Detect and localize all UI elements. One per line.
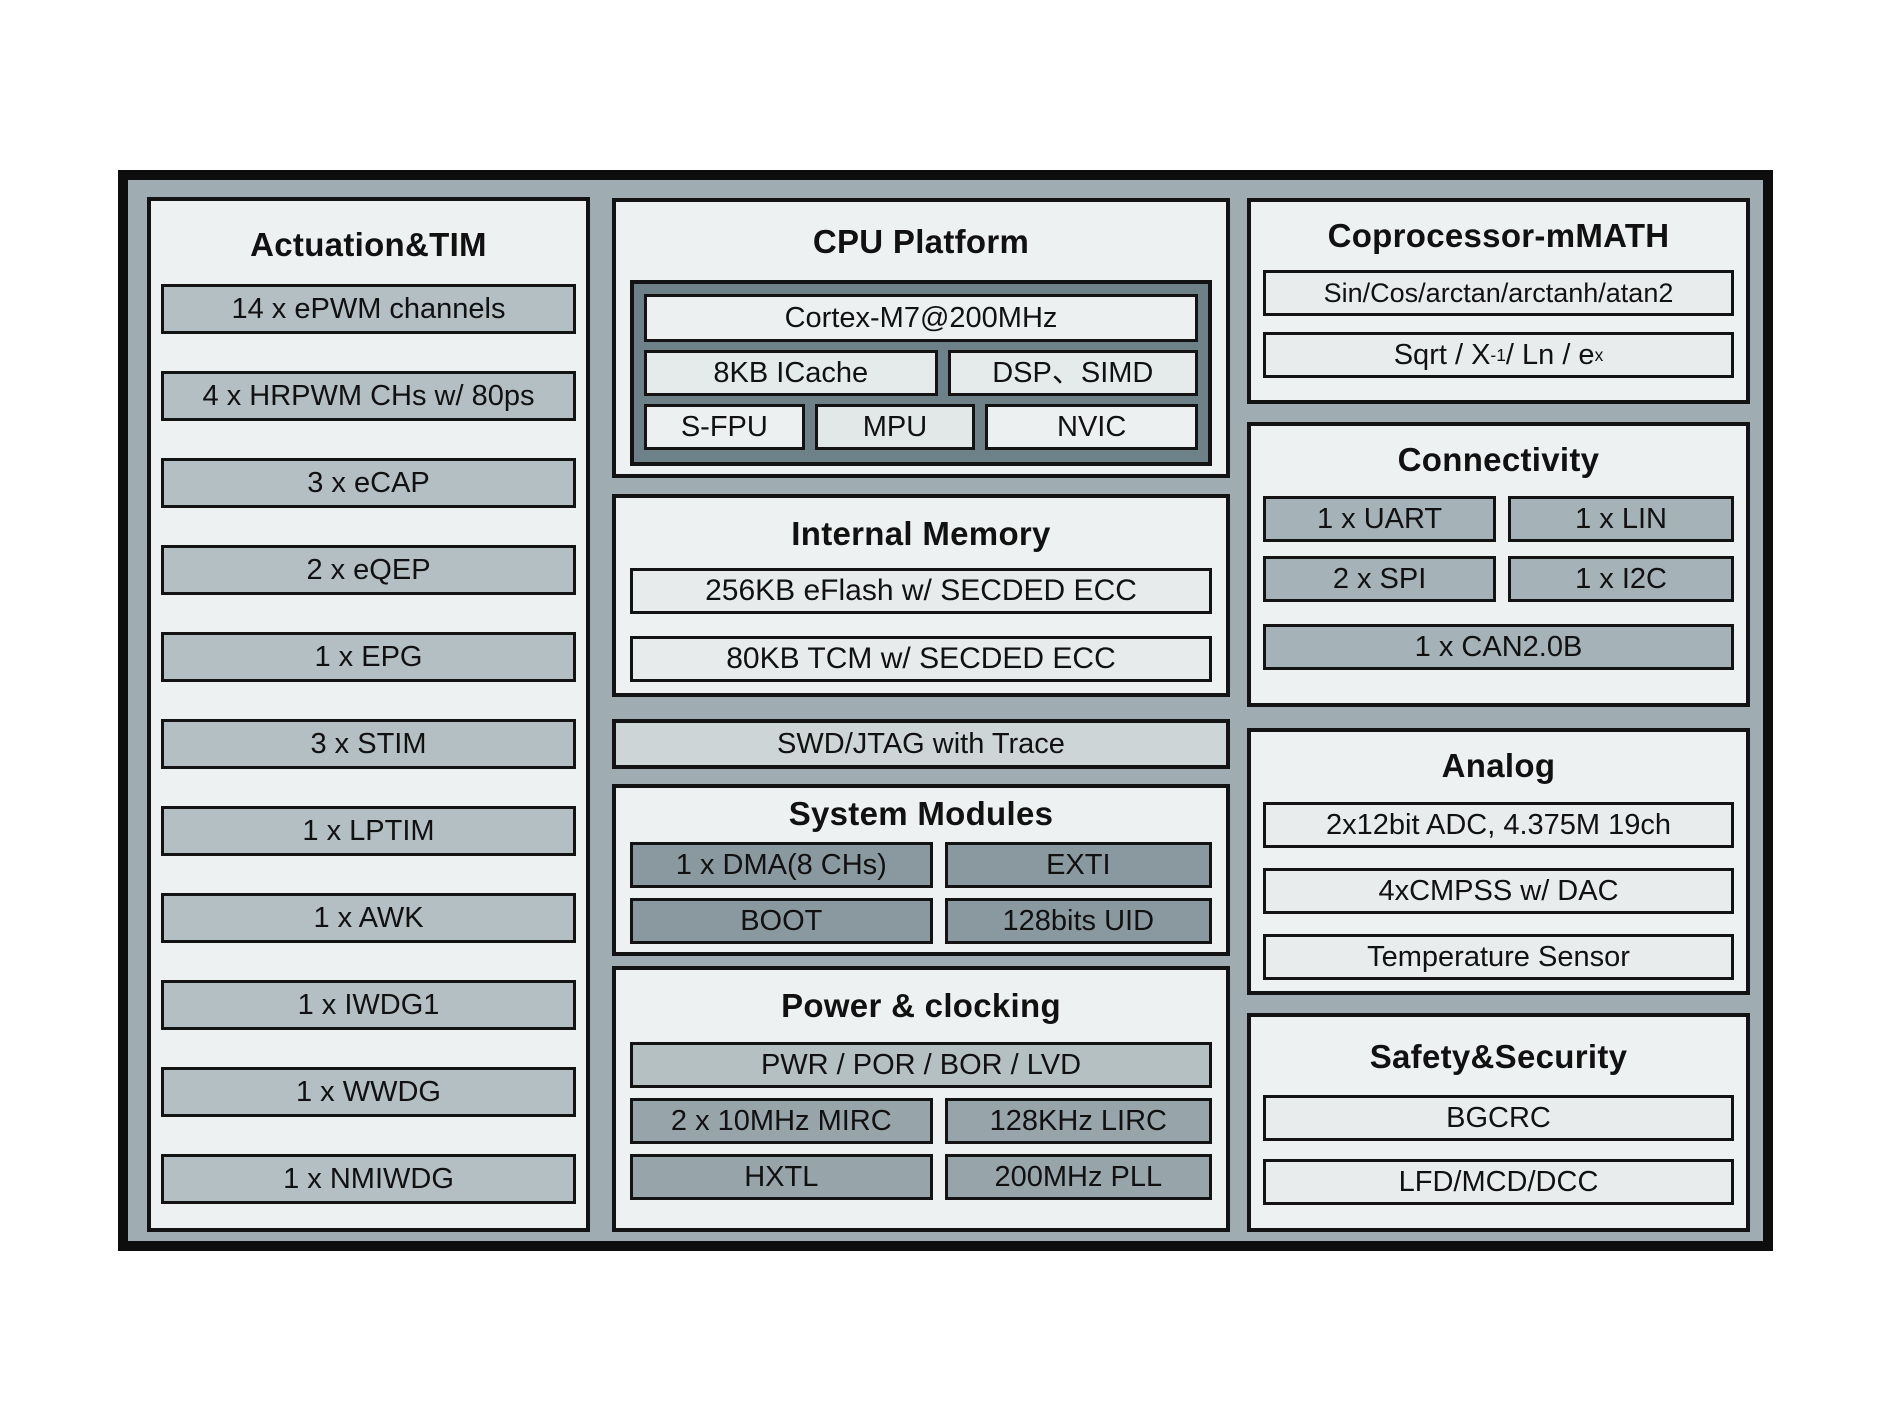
boot-block: BOOT: [630, 898, 933, 944]
sqrt-text-base1: Sqrt / X: [1393, 338, 1491, 371]
analog-title: Analog: [1441, 747, 1556, 784]
sqrt-text-base2: / Ln / e: [1505, 338, 1595, 371]
actuation-tim-title: Actuation&TIM: [250, 226, 487, 263]
iwdg1-block: 1 x IWDG1: [161, 980, 576, 1030]
wwdg-block: 1 x WWDG: [161, 1067, 576, 1117]
uart-block: 1 x UART: [1263, 496, 1497, 542]
analog-rows: 2x12bit ADC, 4.375M 19ch 4xCMPSS w/ DAC …: [1263, 802, 1734, 980]
pll-block: 200MHz PLL: [944, 1154, 1212, 1200]
cpu-row-fpu-mpu-nvic: S-FPU MPU NVIC: [644, 404, 1198, 450]
eflash-block: 256KB eFlash w/ SECDED ECC: [630, 568, 1212, 614]
dsp-simd-block: DSP、SIMD: [947, 350, 1198, 396]
lfd-mcd-dcc-block: LFD/MCD/DCC: [1263, 1159, 1734, 1205]
can-block: 1 x CAN2.0B: [1263, 624, 1734, 670]
actuation-tim-panel: Actuation&TIM 14 x ePWM channels 4 x HRP…: [147, 197, 590, 1232]
coprocessor-mmath-panel: Coprocessor-mMATH Sin/Cos/arctan/arctanh…: [1247, 198, 1750, 404]
spi-block: 2 x SPI: [1263, 556, 1497, 602]
i2c-block: 1 x I2C: [1508, 556, 1734, 602]
coprocessor-mmath-title: Coprocessor-mMATH: [1327, 217, 1670, 254]
dma-block: 1 x DMA(8 CHs): [630, 842, 933, 888]
sfpu-block: S-FPU: [644, 404, 805, 450]
connectivity-title: Connectivity: [1397, 441, 1600, 478]
cpu-core-frame: Cortex-M7@200MHz 8KB ICache DSP、SIMD S-F…: [630, 280, 1212, 466]
cpu-platform-title: CPU Platform: [812, 223, 1030, 260]
hrpwm-block: 4 x HRPWM CHs w/ 80ps: [161, 371, 576, 421]
cmpss-block: 4xCMPSS w/ DAC: [1263, 868, 1734, 914]
system-modules-title: System Modules: [788, 795, 1054, 832]
stim-block: 3 x STIM: [161, 719, 576, 769]
system-modules-panel: System Modules 1 x DMA(8 CHs) EXTI BOOT …: [612, 784, 1230, 956]
cpu-row-cache-dsp: 8KB ICache DSP、SIMD: [644, 350, 1198, 396]
tcm-block: 80KB TCM w/ SECDED ECC: [630, 636, 1212, 682]
coprocessor-rows: Sin/Cos/arctan/arctanh/atan2 Sqrt / X-1 …: [1263, 270, 1734, 378]
hxtl-block: HXTL: [630, 1154, 933, 1200]
internal-memory-panel: Internal Memory 256KB eFlash w/ SECDED E…: [612, 494, 1230, 697]
connectivity-panel: Connectivity 1 x UART 1 x LIN 2 x SPI 1 …: [1247, 422, 1750, 707]
epwm-block: 14 x ePWM channels: [161, 284, 576, 334]
mpu-block: MPU: [814, 404, 976, 450]
power-clocking-panel: Power & clocking PWR / POR / BOR / LVD 2…: [612, 966, 1230, 1232]
uid-block: 128bits UID: [944, 898, 1212, 944]
internal-memory-title: Internal Memory: [791, 515, 1051, 552]
nvic-block: NVIC: [985, 404, 1198, 450]
adc-block: 2x12bit ADC, 4.375M 19ch: [1263, 802, 1734, 848]
awk-block: 1 x AWK: [161, 893, 576, 943]
power-clocking-grid: 2 x 10MHz MIRC 128KHz LIRC HXTL 200MHz P…: [630, 1098, 1212, 1200]
epg-block: 1 x EPG: [161, 632, 576, 682]
lptim-block: 1 x LPTIM: [161, 806, 576, 856]
mirc-block: 2 x 10MHz MIRC: [630, 1098, 933, 1144]
safety-security-title: Safety&Security: [1369, 1038, 1628, 1075]
ecap-block: 3 x eCAP: [161, 458, 576, 508]
cpu-platform-panel: CPU Platform Cortex-M7@200MHz 8KB ICache…: [612, 198, 1230, 478]
actuation-tim-rows: 14 x ePWM channels 4 x HRPWM CHs w/ 80ps…: [151, 284, 586, 1204]
bgcrc-block: BGCRC: [1263, 1095, 1734, 1141]
safety-security-panel: Safety&Security BGCRC LFD/MCD/DCC: [1247, 1013, 1750, 1232]
exti-block: EXTI: [944, 842, 1212, 888]
eqep-block: 2 x eQEP: [161, 545, 576, 595]
lirc-block: 128KHz LIRC: [944, 1098, 1212, 1144]
connectivity-grid: 1 x UART 1 x LIN 2 x SPI 1 x I2C: [1263, 496, 1734, 602]
cortex-m7-block: Cortex-M7@200MHz: [644, 294, 1198, 342]
power-clocking-title: Power & clocking: [781, 987, 1061, 1024]
analog-panel: Analog 2x12bit ADC, 4.375M 19ch 4xCMPSS …: [1247, 728, 1750, 995]
icache-block: 8KB ICache: [644, 350, 938, 396]
trig-functions-block: Sin/Cos/arctan/arctanh/atan2: [1263, 270, 1734, 316]
lin-block: 1 x LIN: [1508, 496, 1734, 542]
pwr-por-bor-lvd-block: PWR / POR / BOR / LVD: [630, 1042, 1212, 1088]
safety-security-rows: BGCRC LFD/MCD/DCC: [1263, 1095, 1734, 1205]
swd-jtag-bar: SWD/JTAG with Trace: [612, 719, 1230, 769]
internal-memory-rows: 256KB eFlash w/ SECDED ECC 80KB TCM w/ S…: [630, 568, 1212, 682]
system-modules-grid: 1 x DMA(8 CHs) EXTI BOOT 128bits UID: [630, 842, 1212, 944]
nmiwdg-block: 1 x NMIWDG: [161, 1154, 576, 1204]
temp-sensor-block: Temperature Sensor: [1263, 934, 1734, 980]
